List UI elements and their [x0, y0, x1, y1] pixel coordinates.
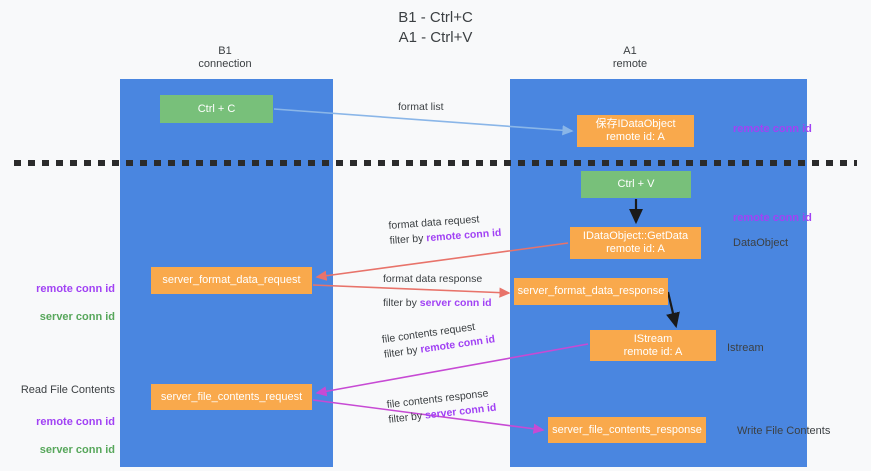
edge-label-fdresp-filter-prefix: filter by	[383, 297, 420, 309]
page-title: B1 - Ctrl+C A1 - Ctrl+V	[398, 9, 473, 46]
node-server-format-data-response[interactable]: server_format_data_response	[514, 278, 668, 305]
node-save-idataobject[interactable]: 保存IDataObject remote id: A	[577, 115, 694, 147]
annotation-write-file-contents: Write File Contents	[737, 425, 831, 437]
edge-label-fcresp-filter-prefix: filter by	[387, 409, 426, 426]
edge-label-file-contents-request: file contents request filter by remote c…	[381, 317, 496, 362]
edge-label-fdresp-text: format data response	[383, 273, 483, 285]
annotation-left-remote-conn-id: remote conn id	[36, 283, 115, 295]
annotation-left-conn-ids-2: remote conn id server conn id	[10, 401, 115, 471]
node-server-file-contents-response[interactable]: server_file_contents_response	[548, 417, 706, 443]
node-istream[interactable]: IStream remote id: A	[590, 330, 716, 361]
edge-label-file-contents-response: file contents response filter by server …	[386, 386, 497, 428]
node-server-format-data-request[interactable]: server_format_data_request	[151, 267, 312, 294]
lane-title-a1: A1 remote	[612, 45, 648, 70]
annotation-remote-conn-id-mid: remote conn id	[733, 212, 812, 224]
edge-label-fdresp-filter-key: server conn id	[419, 297, 492, 309]
lane-title-b1: B1 connection	[198, 45, 252, 70]
edge-label-format-list: format list	[398, 100, 444, 115]
annotation-left-server-conn-id-2: server conn id	[39, 444, 115, 456]
annotation-istream: Istream	[727, 342, 764, 354]
node-server-file-contents-request[interactable]: server_file_contents_request	[151, 384, 312, 410]
annotation-left-conn-ids: remote conn id server conn id	[10, 268, 115, 338]
annotation-left-remote-conn-id-2: remote conn id	[36, 416, 115, 428]
edge-label-fdreq-filter-prefix: filter by	[389, 232, 427, 247]
edge-label-format-data-request: format data request filter by remote con…	[388, 211, 502, 249]
annotation-dataobject: DataObject	[733, 237, 789, 249]
edge-label-fdreq-filter-key: remote conn id	[425, 226, 502, 245]
annotation-remote-conn-id-top: remote conn id	[733, 123, 812, 135]
edge-label-format-list-text: format list	[398, 101, 444, 113]
node-idataobject-getdata[interactable]: IDataObject::GetData remote id: A	[570, 227, 701, 259]
node-ctrl-v[interactable]: Ctrl + V	[581, 171, 691, 198]
annotation-read-file-contents: Read File Contents	[20, 384, 115, 396]
edge-label-format-data-response: format data response filter by server co…	[383, 272, 492, 311]
annotation-left-server-conn-id: server conn id	[39, 311, 115, 323]
edge-label-fcreq-filter-prefix: filter by	[383, 343, 422, 361]
node-ctrl-c[interactable]: Ctrl + C	[160, 95, 273, 123]
